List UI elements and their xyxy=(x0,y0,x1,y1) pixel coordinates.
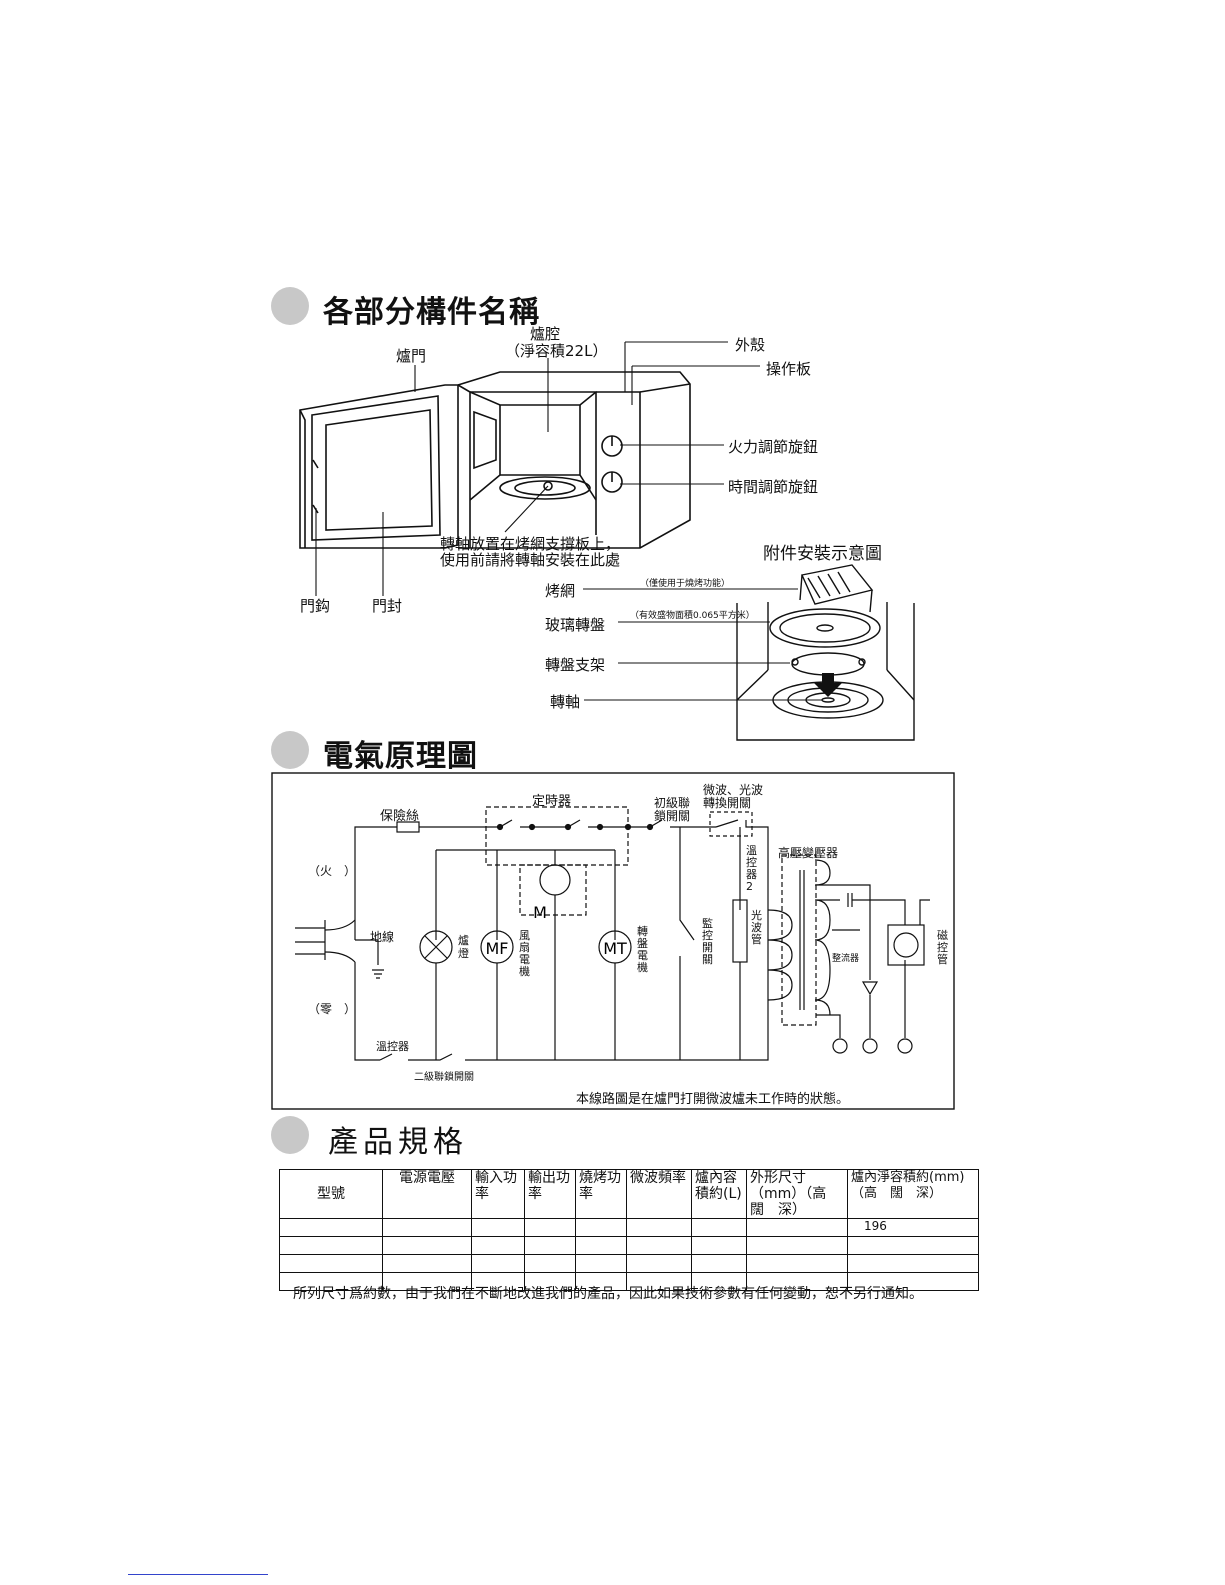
table-cell xyxy=(524,1254,576,1273)
table-cell xyxy=(471,1254,525,1273)
label-mw-switch-2: 轉換開關 xyxy=(703,796,752,810)
table-cell xyxy=(691,1254,747,1273)
table-cell xyxy=(691,1218,747,1237)
table-cell xyxy=(746,1218,848,1237)
spec-table: 型號 電源電壓 輸入功率 輸出功率 燒烤功率 微波頻率 爐內容積約(L) 外形尺… xyxy=(279,1169,979,1291)
microwave-diagram xyxy=(299,341,915,741)
label-shaft-note-2: 使用前請將轉軸安裝在此處 xyxy=(440,551,621,569)
col-dimensions: 外形尺寸（mm）（高 闊 深） xyxy=(746,1169,848,1219)
circuit-diagram: M MF MT xyxy=(271,772,955,1110)
table-cell xyxy=(382,1236,472,1255)
col-voltage: 電源電壓 xyxy=(382,1169,472,1219)
label-tray-support: 轉盤支架 xyxy=(545,656,606,674)
label-thermostat: 溫控器 xyxy=(376,1040,409,1053)
table-cell xyxy=(382,1254,472,1273)
table-cell xyxy=(279,1236,383,1255)
table-cell xyxy=(847,1236,979,1255)
col-frequency: 微波頻率 xyxy=(626,1169,692,1219)
table-cell xyxy=(279,1254,383,1273)
section-bullet xyxy=(271,731,309,769)
label-primary-interlock-2: 鎖開關 xyxy=(654,809,691,823)
col-grill-power: 燒烤功率 xyxy=(575,1169,627,1219)
table-cell xyxy=(626,1254,692,1273)
table-cell xyxy=(691,1236,747,1255)
label-power-knob: 火力調節旋鈕 xyxy=(728,438,819,456)
label-neutral: （零 ） xyxy=(308,1002,357,1016)
table-cell xyxy=(279,1218,383,1237)
label-monitor-switch: 監控開關 xyxy=(702,917,713,966)
table-cell xyxy=(626,1218,692,1237)
label-fan-motor: 風扇電機 xyxy=(519,929,530,978)
label-tray-note: （有效盛物面積0.065平方米） xyxy=(630,611,755,621)
table-cell xyxy=(471,1236,525,1255)
label-shaft-note-1: 轉軸放置在烤網支撐板上， xyxy=(440,535,621,553)
table-cell xyxy=(524,1236,576,1255)
label-halogen: 光波管 xyxy=(751,909,762,946)
motor-symbol: M xyxy=(533,903,547,922)
table-row xyxy=(279,1236,979,1255)
accessory-title: 附件安裝示意圖 xyxy=(763,544,882,564)
label-door-seal: 門封 xyxy=(372,597,403,615)
label-lamp: 爐燈 xyxy=(458,934,469,960)
table-cell xyxy=(626,1236,692,1255)
label-turntable-motor: 轉盤電機 xyxy=(637,925,648,974)
table-cell xyxy=(382,1218,472,1237)
section-title-specs: 產品規格 xyxy=(328,1125,468,1160)
label-fire: （火 ） xyxy=(308,864,357,878)
col-input-power: 輸入功率 xyxy=(471,1169,525,1219)
label-mw-switch-1: 微波、光波 xyxy=(703,783,764,797)
table-cell xyxy=(575,1218,627,1237)
table-cell xyxy=(847,1254,979,1273)
label-primary-interlock-1: 初級聯 xyxy=(654,796,691,810)
col-output-power: 輸出功率 xyxy=(524,1169,576,1219)
label-ground: 地線 xyxy=(370,930,395,944)
table-cell xyxy=(575,1236,627,1255)
label-timer: 定時器 xyxy=(532,794,572,809)
label-rectifier: 整流器 xyxy=(832,954,860,964)
spec-header-row: 型號 電源電壓 輸入功率 輸出功率 燒烤功率 微波頻率 爐內容積約(L) 外形尺… xyxy=(279,1169,979,1219)
label-transformer: 高壓變壓器 xyxy=(778,846,839,860)
label-grill-rack: 烤網 xyxy=(545,582,576,600)
label-oven-door: 爐門 xyxy=(396,347,427,365)
table-cell: 196 xyxy=(847,1218,979,1237)
table-row xyxy=(279,1254,979,1273)
circuit-note: 本線路圖是在爐門打開微波爐未工作時的狀態。 xyxy=(576,1092,850,1107)
label-fuse: 保險絲 xyxy=(380,809,420,824)
label-timer-knob: 時間調節旋鈕 xyxy=(728,478,819,496)
label-secondary-interlock: 二級聯鎖開關 xyxy=(414,1072,474,1083)
section-title-electrical: 電氣原理圖 xyxy=(323,739,478,774)
label-magnetron: 磁控管 xyxy=(937,929,948,966)
label-door-hook: 門鈎 xyxy=(300,597,331,615)
table-cell xyxy=(746,1236,848,1255)
turntable-motor-symbol: MT xyxy=(603,939,627,958)
table-cell xyxy=(524,1218,576,1237)
footer-rule xyxy=(128,1574,268,1575)
label-cavity-volume: （淨容積22L） xyxy=(505,342,608,360)
fan-motor-symbol: MF xyxy=(485,939,508,958)
col-volume: 爐內容積約(L) xyxy=(691,1169,747,1219)
section-title-parts: 各部分構件名稱 xyxy=(323,295,540,330)
label-cavity: 爐腔 xyxy=(530,325,561,343)
label-shaft: 轉軸 xyxy=(550,693,581,711)
table-row: 196 xyxy=(279,1218,979,1237)
label-grill-note: （僅使用于燒烤功能） xyxy=(640,579,731,589)
table-cell xyxy=(471,1218,525,1237)
col-model: 型號 xyxy=(279,1169,383,1219)
col-inner-dimensions: 爐內淨容積約(mm)（高 闊 深） xyxy=(847,1169,979,1219)
table-row xyxy=(279,1272,979,1291)
table-cell xyxy=(746,1254,848,1273)
label-thermostat2: 溫控器2 xyxy=(746,844,757,893)
section-bullet xyxy=(271,287,309,325)
label-shell: 外殼 xyxy=(735,336,766,354)
label-glass-tray: 玻璃轉盤 xyxy=(545,616,606,634)
label-control-panel: 操作板 xyxy=(766,360,812,378)
section-bullet xyxy=(271,1116,309,1154)
spec-footnote: 所列尺寸爲約數，由于我們在不斷地改進我們的產品，因此如果技術參數有任何變動，恕不… xyxy=(293,1286,923,1302)
table-cell xyxy=(575,1254,627,1273)
table-cell xyxy=(847,1272,979,1291)
